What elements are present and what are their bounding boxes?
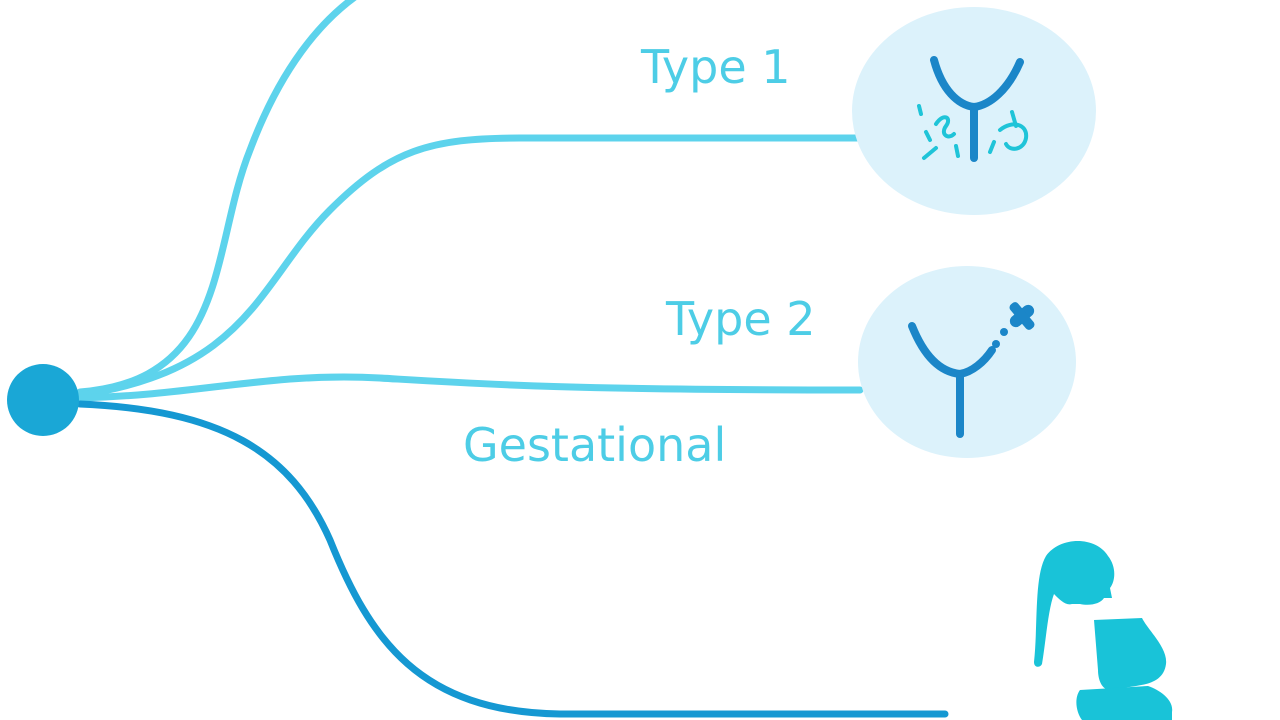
branch-type2-line: [76, 373, 864, 402]
type1-label: Type 1: [641, 40, 791, 94]
pregnant-woman-icon: [1034, 541, 1173, 720]
type2-icon-circle: [858, 266, 1076, 458]
type2-label: Type 2: [666, 292, 816, 346]
root-node: [7, 364, 79, 436]
branch-top-line: [76, 0, 357, 396]
receptor-with-molecule-icon: [858, 266, 1076, 458]
antibody-with-fragments-icon: [852, 7, 1096, 215]
branch-gestational-line: [76, 400, 949, 718]
branch-type1-line: [76, 134, 864, 399]
gestational-label: Gestational: [463, 418, 727, 472]
